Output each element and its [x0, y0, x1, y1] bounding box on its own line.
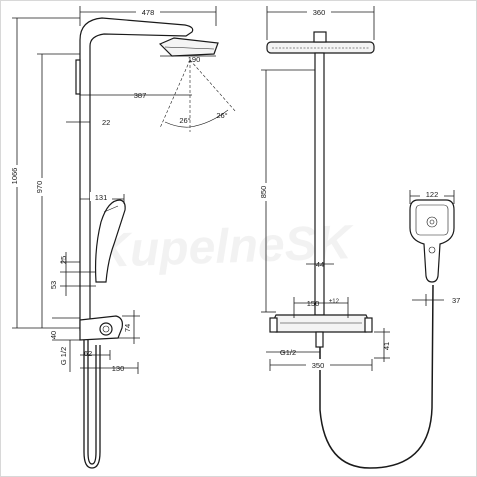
dim-holder-2: 53 — [49, 281, 58, 289]
wall-bracket — [75, 59, 81, 95]
dim-width-total: 478 — [142, 8, 155, 17]
dim-inlet-tolerance: ±12 — [329, 299, 340, 305]
overhead-shower — [158, 37, 219, 57]
hand-shower — [94, 199, 126, 283]
dim-vertical-length: 850 — [259, 186, 268, 199]
dim-spray-angle-left: 26° — [179, 116, 190, 125]
dim-base-depth: 130 — [112, 364, 125, 373]
front-view: 360 850 122 44 150 ±12 37 G1/2 41 — [259, 6, 460, 469]
dim-head-width: 360 — [313, 8, 326, 17]
dim-inlet-height: 41 — [382, 342, 391, 350]
dim-inlet-spacing: 150 — [307, 299, 320, 308]
dim-spray-angle-right: 26° — [216, 111, 227, 120]
dim-holder-1: 25 — [59, 256, 68, 264]
dim-thermostat-width: 350 — [312, 361, 325, 370]
thermostat-knob — [99, 322, 113, 336]
dim-base-height: 40 — [49, 331, 58, 339]
column-front — [314, 52, 325, 316]
dim-handshower-offset: 131 — [95, 193, 108, 202]
dim-thermostat-depth: 74 — [123, 324, 132, 332]
dim-height-arm: 970 — [35, 181, 44, 194]
side-view: 478 190 387 26° 26° 22 1066 970 131 — [10, 6, 237, 469]
watermark: KupelneSK — [94, 216, 355, 278]
dim-wall-offset: 22 — [102, 118, 110, 127]
thermostat-front — [273, 314, 369, 333]
hose-front — [319, 284, 434, 469]
dim-handshower-width: 122 — [426, 190, 439, 199]
dim-arm-length: 387 — [134, 91, 147, 100]
dim-inlet-left: G 1/2 — [59, 347, 68, 365]
dim-pipe-width: 44 — [316, 260, 324, 269]
column — [79, 17, 194, 331]
hand-shower-front — [409, 199, 455, 283]
dim-inlet-offset: 62 — [84, 349, 92, 358]
overhead-shower-front — [266, 41, 375, 54]
dim-height-total: 1066 — [10, 168, 19, 185]
dim-hose-clearance: 37 — [452, 296, 460, 305]
dim-inlet-right: G1/2 — [280, 348, 296, 357]
dim-head-angle: 190 — [188, 55, 201, 64]
hose — [83, 340, 101, 469]
